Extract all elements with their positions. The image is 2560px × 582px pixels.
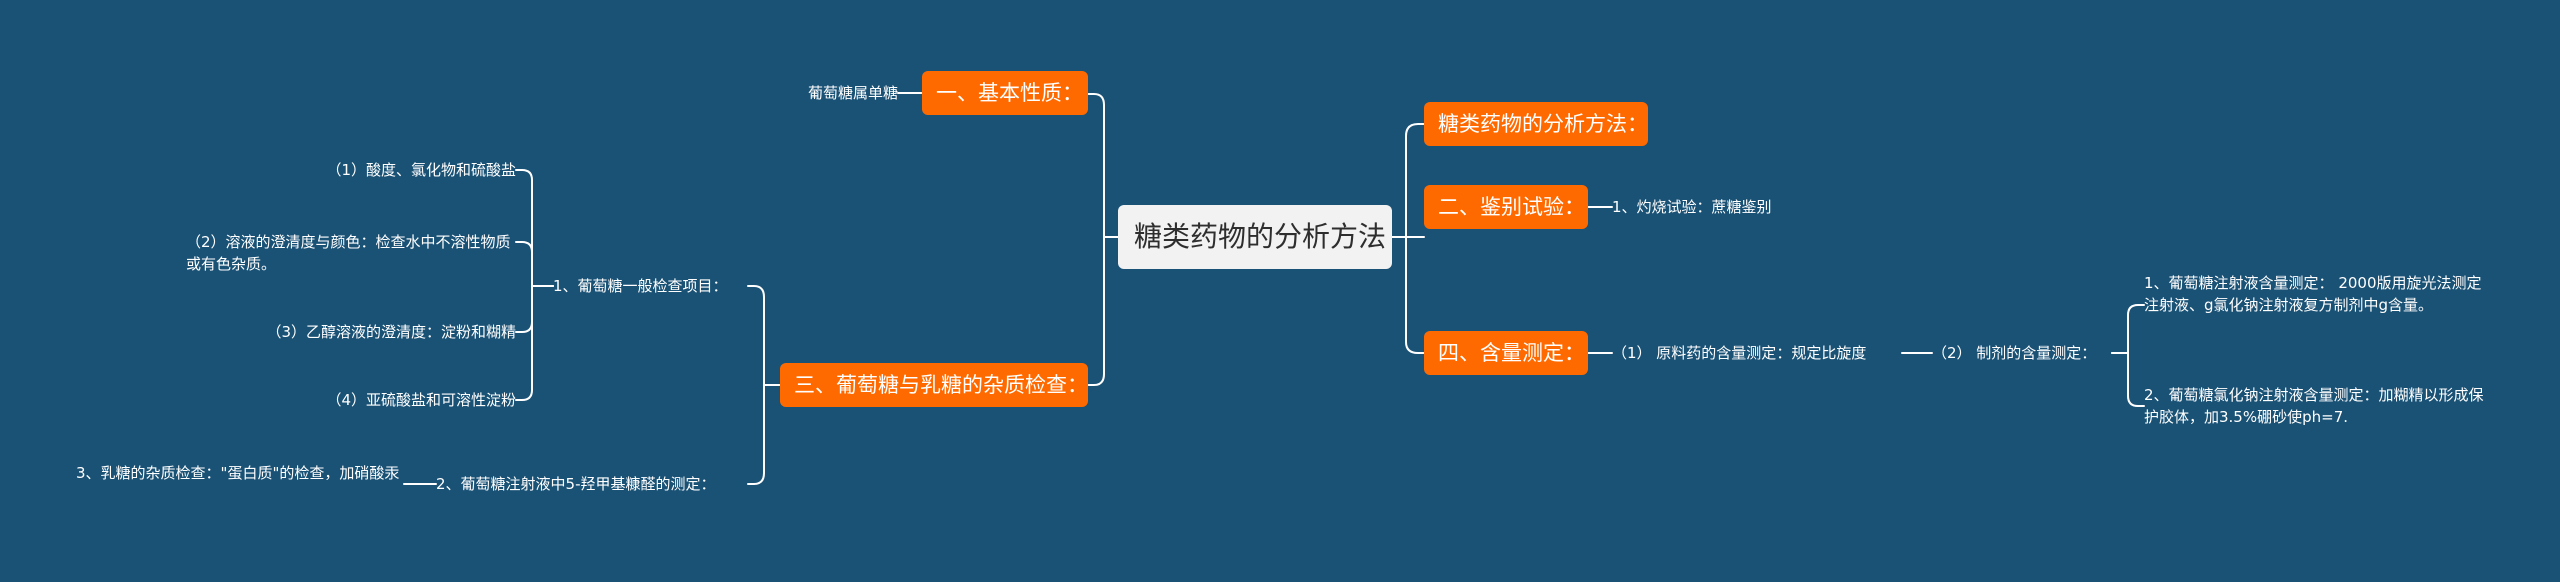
leaf-ethanol-clarity[interactable]: （3）乙醇溶液的澄清度：淀粉和糊精 [266, 323, 516, 341]
branch-basic-properties[interactable]: 一、基本性质： [922, 71, 1088, 115]
leaf-clarity-color[interactable]: （2）溶液的澄清度与颜色：检查水中不溶性物质或有色杂质。 [186, 233, 511, 273]
leaf-monosaccharide[interactable]: 葡萄糖属单糖 [807, 84, 898, 102]
link-general-g4 [515, 285, 554, 401]
branch-identification[interactable]: 二、鉴别试验： [1424, 185, 1588, 229]
leaf-glucose-nacl-content[interactable]: 2、葡萄糖氯化钠注射液含量测定：加糊精以形成保护胶体，加3.5%硼砂使ph=7. [2144, 386, 2484, 426]
branch-analysis-methods[interactable]: 糖类药物的分析方法： [1424, 102, 1648, 146]
leaf-sulfite-starch[interactable]: （4）亚硫酸盐和可溶性淀粉 [326, 391, 516, 409]
link-b3-general [747, 285, 781, 386]
link-general-g1 [515, 169, 554, 287]
leaf-acidity[interactable]: （1）酸度、氯化物和硫酸盐 [326, 161, 516, 179]
branch-content-determination[interactable]: 四、含量测定： [1424, 331, 1588, 375]
link-root-r1 [1391, 123, 1425, 238]
link-r4b-b2 [2111, 352, 2145, 407]
leaf-general-check[interactable]: 1、葡萄糖一般检查项目： [553, 277, 728, 295]
leaf-preparation-content[interactable]: （2） 制剂的含量测定： [1932, 344, 2097, 362]
link-b3-hmf [747, 384, 781, 485]
link-root-b3 [1087, 236, 1119, 386]
link-root-b1 [1087, 93, 1119, 238]
link-general-g3 [515, 285, 554, 333]
link-root-r4 [1391, 236, 1425, 354]
leaf-glucose-injection-content[interactable]: 1、葡萄糖注射液含量测定： 2000版用旋光法测定注射液、g氯化钠注射液复方制剂… [2144, 274, 2482, 314]
link-general-g2 [515, 241, 554, 287]
leaf-lactose-check[interactable]: 3、乳糖的杂质检查："蛋白质"的检查，加硝酸汞 [76, 464, 400, 482]
branch-impurity-check[interactable]: 三、葡萄糖与乳糖的杂质检查： [780, 363, 1088, 407]
leaf-ignition-test[interactable]: 1、灼烧试验：蔗糖鉴别 [1612, 198, 1772, 216]
link-r4b-b1 [2111, 304, 2145, 354]
leaf-hmf-determination[interactable]: 2、葡萄糖注射液中5-羟甲基糠醛的测定： [436, 475, 716, 493]
leaf-raw-material-content[interactable]: （1） 原料药的含量测定：规定比旋度 [1612, 344, 1867, 362]
root-topic[interactable]: 糖类药物的分析方法 [1118, 205, 1392, 269]
